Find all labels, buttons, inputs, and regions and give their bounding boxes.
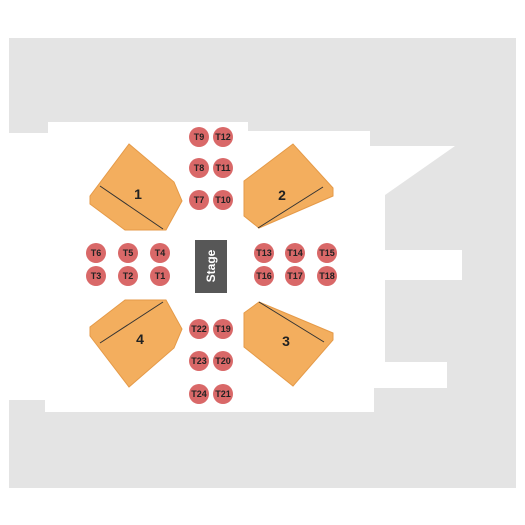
table-t6[interactable]: T6 bbox=[86, 243, 106, 263]
table-circle bbox=[285, 243, 305, 263]
table-circle bbox=[189, 319, 209, 339]
table-t20[interactable]: T20 bbox=[213, 351, 233, 371]
table-label: T20 bbox=[215, 356, 231, 366]
table-t15[interactable]: T15 bbox=[317, 243, 337, 263]
table-t21[interactable]: T21 bbox=[213, 384, 233, 404]
section-2-dimension-line bbox=[257, 186, 324, 229]
table-circle bbox=[86, 266, 106, 286]
section-3-label: 3 bbox=[282, 333, 290, 349]
table-circle bbox=[213, 190, 233, 210]
table-t7[interactable]: T7 bbox=[189, 190, 209, 210]
table-label: T5 bbox=[123, 248, 134, 258]
table-t11[interactable]: T11 bbox=[213, 158, 233, 178]
table-circle bbox=[150, 243, 170, 263]
section-3[interactable]: 3 bbox=[243, 301, 334, 387]
table-circle bbox=[213, 127, 233, 147]
table-label: T1 bbox=[155, 271, 166, 281]
floor-area bbox=[9, 122, 462, 412]
table-label: T24 bbox=[191, 389, 207, 399]
section-1-label: 1 bbox=[134, 186, 142, 202]
table-circle bbox=[118, 243, 138, 263]
table-t18[interactable]: T18 bbox=[317, 266, 337, 286]
table-t5[interactable]: T5 bbox=[118, 243, 138, 263]
table-circle bbox=[189, 384, 209, 404]
table-circle bbox=[254, 243, 274, 263]
section-1-shape bbox=[89, 143, 183, 231]
table-label: T14 bbox=[287, 248, 303, 258]
table-t2[interactable]: T2 bbox=[118, 266, 138, 286]
table-t19[interactable]: T19 bbox=[213, 319, 233, 339]
table-t9[interactable]: T9 bbox=[189, 127, 209, 147]
table-circle bbox=[213, 351, 233, 371]
table-circle bbox=[213, 319, 233, 339]
table-circle bbox=[317, 266, 337, 286]
table-label: T6 bbox=[91, 248, 102, 258]
table-circle bbox=[317, 243, 337, 263]
table-label: T12 bbox=[215, 132, 231, 142]
table-label: T18 bbox=[319, 271, 335, 281]
table-t13[interactable]: T13 bbox=[254, 243, 274, 263]
section-4-label: 4 bbox=[136, 331, 144, 347]
stage-block bbox=[195, 240, 227, 293]
section-3-dimension-line bbox=[258, 301, 325, 343]
section-4[interactable]: 4 bbox=[89, 299, 183, 388]
table-circle bbox=[189, 190, 209, 210]
table-label: T19 bbox=[215, 324, 231, 334]
section-2-label: 2 bbox=[278, 187, 286, 203]
table-circle bbox=[86, 243, 106, 263]
stage-label: Stage bbox=[204, 249, 218, 282]
table-circle bbox=[213, 384, 233, 404]
stage: Stage bbox=[195, 240, 227, 293]
table-circle bbox=[213, 158, 233, 178]
section-3-shape bbox=[243, 301, 334, 387]
table-t23[interactable]: T23 bbox=[189, 351, 209, 371]
table-label: T8 bbox=[194, 163, 205, 173]
section-1[interactable]: 1 bbox=[89, 143, 183, 231]
table-label: T21 bbox=[215, 389, 231, 399]
table-circle bbox=[189, 351, 209, 371]
table-circle bbox=[189, 158, 209, 178]
table-label: T7 bbox=[194, 195, 205, 205]
table-t1[interactable]: T1 bbox=[150, 266, 170, 286]
table-t22[interactable]: T22 bbox=[189, 319, 209, 339]
section-1-dimension-line bbox=[99, 185, 164, 230]
table-t4[interactable]: T4 bbox=[150, 243, 170, 263]
table-circle bbox=[118, 266, 138, 286]
section-4-dimension-line bbox=[99, 301, 164, 344]
table-label: T2 bbox=[123, 271, 134, 281]
table-label: T3 bbox=[91, 271, 102, 281]
section-4-shape bbox=[89, 299, 183, 388]
table-t3[interactable]: T3 bbox=[86, 266, 106, 286]
table-label: T9 bbox=[194, 132, 205, 142]
table-circle bbox=[150, 266, 170, 286]
table-label: T22 bbox=[191, 324, 207, 334]
table-label: T23 bbox=[191, 356, 207, 366]
table-label: T11 bbox=[215, 163, 230, 173]
table-label: T16 bbox=[256, 271, 272, 281]
table-t10[interactable]: T10 bbox=[213, 190, 233, 210]
table-label: T10 bbox=[215, 195, 231, 205]
table-circle bbox=[189, 127, 209, 147]
section-2-shape bbox=[243, 143, 334, 229]
table-label: T17 bbox=[287, 271, 303, 281]
table-t24[interactable]: T24 bbox=[189, 384, 209, 404]
table-t17[interactable]: T17 bbox=[285, 266, 305, 286]
table-label: T15 bbox=[319, 248, 335, 258]
table-t16[interactable]: T16 bbox=[254, 266, 274, 286]
table-circle bbox=[254, 266, 274, 286]
table-label: T13 bbox=[256, 248, 272, 258]
section-2[interactable]: 2 bbox=[243, 143, 334, 229]
table-t14[interactable]: T14 bbox=[285, 243, 305, 263]
table-label: T4 bbox=[155, 248, 166, 258]
table-circle bbox=[285, 266, 305, 286]
table-t8[interactable]: T8 bbox=[189, 158, 209, 178]
table-t12[interactable]: T12 bbox=[213, 127, 233, 147]
